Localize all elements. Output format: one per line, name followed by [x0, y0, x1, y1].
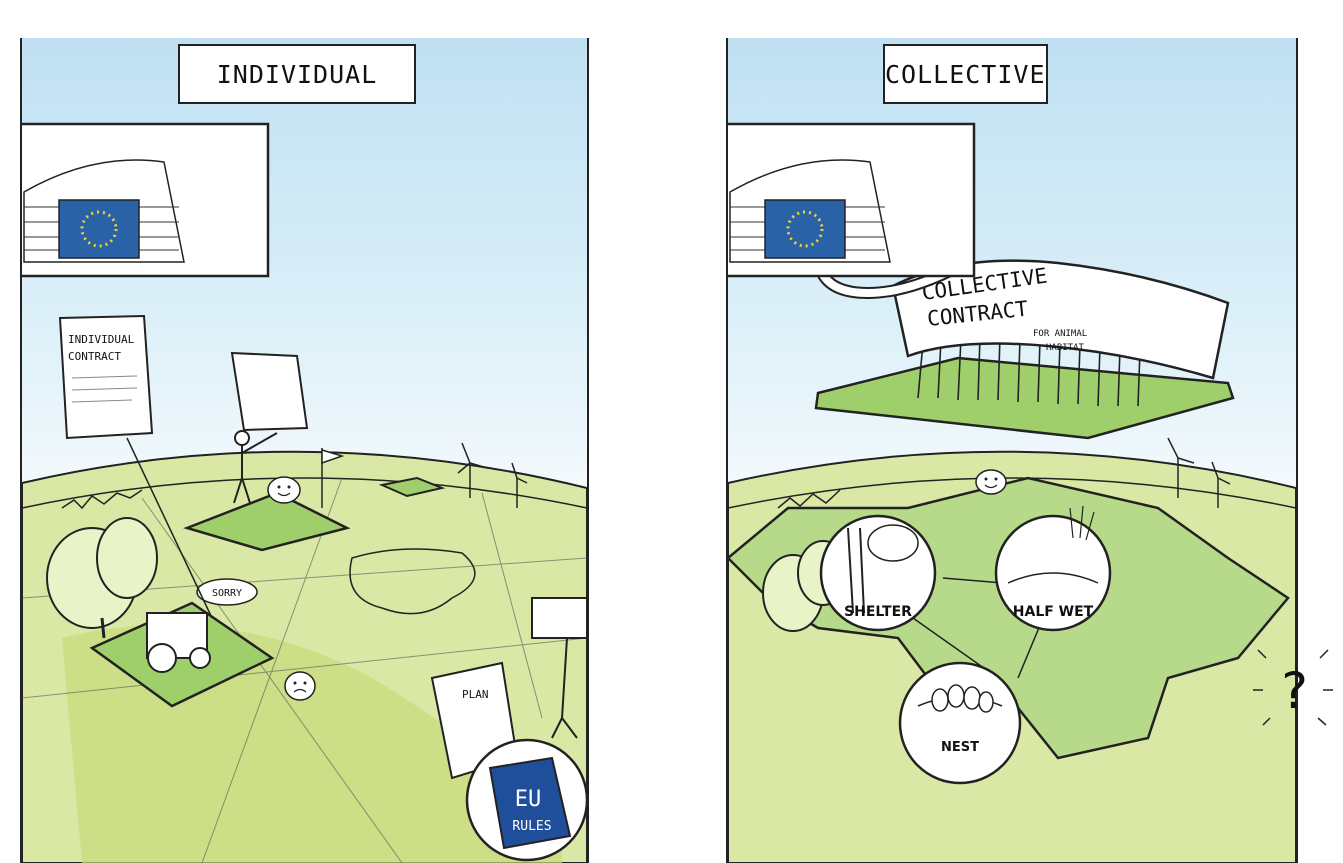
- individual-scene: SORRY INDIVIDUAL CONTRACT PLAN: [22, 314, 587, 863]
- happy-bird-speech-icon: [975, 469, 1007, 495]
- flag-icon: [321, 448, 345, 508]
- eggs-icon: [931, 684, 994, 713]
- field-plot-farmer: [183, 491, 351, 552]
- eu-building-inset: [22, 122, 270, 278]
- svg-text:HALF WET: HALF WET: [1013, 604, 1094, 620]
- stressed-farmer-figure: [531, 597, 587, 739]
- svg-text:RULES: RULES: [512, 819, 551, 834]
- eu-stars-icon: [80, 210, 118, 248]
- individual-panel: SORRY INDIVIDUAL CONTRACT PLAN: [20, 38, 589, 863]
- eu-arm-fill: [816, 262, 964, 298]
- pond-outline: [349, 548, 476, 615]
- tree-icon: [46, 517, 158, 639]
- eu-flag-icon: [58, 199, 140, 259]
- horizon-line: [728, 477, 1296, 509]
- eu-rules-book: EU RULES: [465, 738, 587, 862]
- wind-turbine-icon: [1167, 437, 1231, 508]
- farmer-figure: [233, 430, 278, 504]
- village-skyline: [777, 489, 841, 509]
- sorry-speech-bubble: SORRY: [196, 578, 258, 606]
- svg-text:FOR ANIMAL: FOR ANIMAL: [1033, 329, 1087, 339]
- eu-building-inset: [728, 122, 976, 278]
- collective-scene: SHELTER HALF WET NEST: [728, 259, 1296, 863]
- horizon-line: [22, 477, 587, 509]
- svg-text:SORRY: SORRY: [212, 588, 242, 599]
- svg-text:EU: EU: [515, 787, 542, 812]
- sad-bird-speech-icon: [284, 671, 316, 701]
- habitat-half-wet: HALF WET: [994, 505, 1112, 632]
- field-plot-small: [378, 476, 446, 498]
- happy-bird-speech-icon: [267, 476, 301, 504]
- svg-text:CONTRACT: CONTRACT: [68, 350, 121, 363]
- eu-flag-icon: [764, 199, 846, 259]
- contract-arrow: [126, 437, 213, 619]
- collective-title: COLLECTIVE: [883, 44, 1048, 104]
- field-plot-tractor: [89, 601, 275, 708]
- svg-text:SHELTER: SHELTER: [844, 604, 912, 620]
- farmers-crowd: [917, 335, 1141, 407]
- eu-stars-icon: [786, 210, 824, 248]
- habitat-shelter: SHELTER: [819, 514, 937, 632]
- field-grid: [22, 477, 587, 863]
- village-skyline: [61, 489, 143, 510]
- collective-platform: [814, 356, 1235, 440]
- collective-panel: SHELTER HALF WET NEST: [726, 38, 1298, 863]
- second-contract-paper: [230, 351, 309, 432]
- svg-text:?: ?: [1279, 662, 1309, 720]
- question-mark-icon: ?: [1253, 649, 1333, 726]
- collective-contract-paper: COLLECTIVE CONTRACT FOR ANIMAL HABITAT: [891, 259, 1230, 380]
- svg-text:PLAN: PLAN: [462, 688, 489, 701]
- svg-text:INDIVIDUAL: INDIVIDUAL: [68, 333, 135, 346]
- individual-title: INDIVIDUAL: [178, 44, 416, 104]
- svg-text:HABITAT: HABITAT: [1046, 343, 1085, 353]
- svg-text:NEST: NEST: [941, 740, 979, 755]
- individual-contract-paper: INDIVIDUAL CONTRACT: [58, 314, 154, 440]
- wind-turbine-icon: [457, 442, 528, 508]
- habitat-nest: NEST: [898, 661, 1022, 785]
